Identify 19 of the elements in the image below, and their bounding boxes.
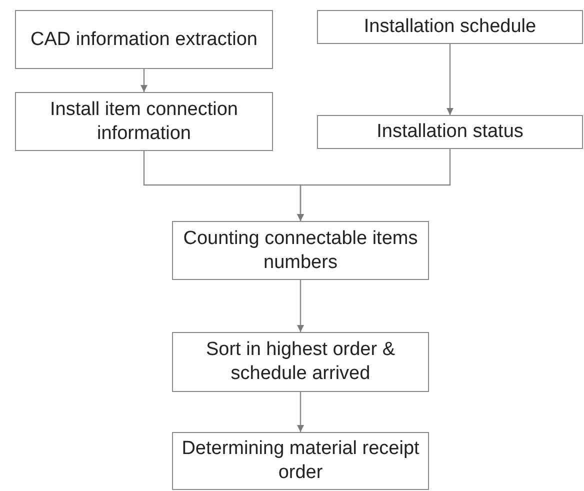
arrow (297, 149, 451, 221)
process-box (172, 221, 429, 280)
process-box (15, 92, 273, 151)
process-box (172, 332, 429, 392)
box-label: Determining material receipt order (180, 437, 420, 485)
process-box (15, 10, 273, 69)
box-label: Sort in highest order & schedule arrived (204, 338, 396, 386)
box-label: Installation status (376, 120, 524, 144)
process-box (317, 10, 583, 44)
box-label: Install item connection information (49, 98, 239, 146)
box-label: CAD information extraction (30, 28, 258, 52)
arrow (297, 392, 304, 432)
arrow (297, 280, 304, 332)
process-box (317, 115, 583, 149)
process-box (172, 432, 429, 490)
box-label: Installation schedule (364, 15, 536, 39)
box-label: Counting connectable items numbers (182, 226, 419, 274)
arrow (446, 44, 454, 115)
arrow (140, 69, 148, 92)
